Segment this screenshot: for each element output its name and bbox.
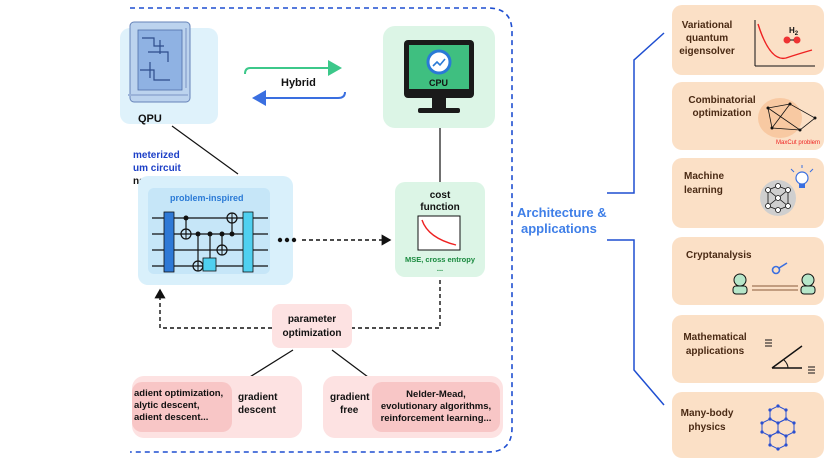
- gradient-free-label-2: free: [340, 405, 359, 416]
- free-example-2: evolutionary algorithms,: [381, 401, 491, 412]
- neural-net-icon: [760, 165, 814, 216]
- free-example-1: Nelder-Mead,: [406, 389, 466, 400]
- svg-text:physics: physics: [688, 422, 726, 433]
- param-opt-label-2: optimization: [283, 328, 342, 339]
- cost-sub-1: MSE, cross entropy: [405, 255, 476, 264]
- hybrid-label: Hybrid: [281, 77, 316, 89]
- ellipsis-dots: [277, 237, 297, 243]
- svg-text:optimization: optimization: [693, 108, 752, 119]
- feedback-dash-right: [352, 280, 441, 329]
- svg-text:learning: learning: [684, 185, 723, 196]
- crypt-icon: [732, 262, 816, 295]
- dashed-frame: [130, 7, 513, 453]
- math-icon: [765, 339, 815, 374]
- svg-text:Combinatorial: Combinatorial: [688, 95, 755, 106]
- qpu-chip-icon: [128, 21, 191, 103]
- app-card-vqe: Variational quantum eigensolver H2: [672, 5, 824, 75]
- arch-label-2: applications: [521, 221, 597, 236]
- svg-text:Variational: Variational: [682, 20, 733, 31]
- cpu-monitor-icon: [404, 40, 474, 113]
- gradient-descent-label-2: descent: [238, 405, 276, 416]
- cost-function-title-2: function: [420, 202, 459, 213]
- free-examples-box: [372, 382, 500, 432]
- problem-inspired-box: [148, 188, 270, 274]
- svg-text:Mathematical: Mathematical: [683, 332, 747, 343]
- problem-inspired-label: problem-inspired: [170, 193, 244, 203]
- app-card-crypt: Cryptanalysis: [672, 237, 824, 305]
- param-opt-label-1: parameter: [288, 314, 336, 325]
- free-example-3: reinforcement learning...: [381, 413, 492, 424]
- gradient-example-3: adient descent...: [134, 412, 208, 423]
- arch-label-1: Architecture &: [517, 205, 607, 220]
- qpu-label: QPU: [138, 113, 162, 125]
- gradient-example-1: adient optimization,: [134, 388, 223, 399]
- app-card-math: Mathematical applications: [672, 315, 824, 383]
- svg-text:Many-body: Many-body: [681, 408, 734, 419]
- svg-text:quantum: quantum: [686, 33, 728, 44]
- feedback-dash-left: [154, 288, 272, 329]
- quantum-circuit: [152, 211, 268, 273]
- app-card-manybody: Many-body physics: [672, 392, 824, 458]
- svg-text:applications: applications: [686, 346, 745, 357]
- cost-sub-2: ...: [437, 264, 443, 273]
- svg-text:eigensolver: eigensolver: [679, 46, 735, 57]
- app-card-combinatorial: Combinatorial optimization MaxCut proble…: [672, 82, 824, 150]
- app-card-ml: Machine learning: [672, 158, 824, 228]
- hybrid-arrow-bottom: [252, 90, 346, 106]
- svg-text:Cryptanalysis: Cryptanalysis: [686, 250, 752, 261]
- app-bracket: [607, 32, 665, 406]
- vqe-plot-icon: H2: [754, 20, 815, 67]
- cpu-label: CPU: [429, 78, 448, 88]
- maxcut-graph-icon: MaxCut problem: [758, 98, 820, 146]
- gradient-examples-box: [132, 382, 232, 432]
- lattice-nodes: [760, 404, 796, 451]
- param-opt-box: [272, 304, 352, 348]
- cost-function-title: cost: [430, 190, 451, 201]
- gradient-descent-label-1: gradient: [238, 392, 278, 403]
- svg-text:um circuit: um circuit: [133, 163, 181, 174]
- svg-text:Machine: Machine: [684, 171, 724, 182]
- gradient-example-2: alytic descent,: [134, 400, 199, 411]
- h2-label: H2: [789, 26, 799, 37]
- svg-text:meterized: meterized: [133, 150, 180, 161]
- maxcut-caption: MaxCut problem: [776, 140, 820, 146]
- gradient-free-label-1: gradient: [330, 392, 370, 403]
